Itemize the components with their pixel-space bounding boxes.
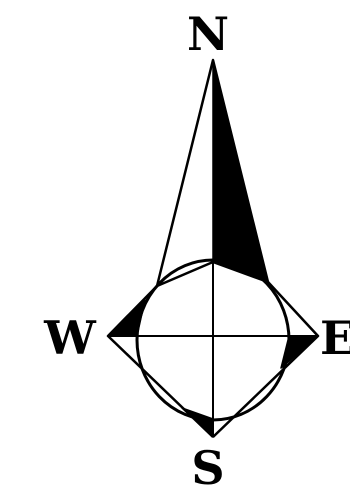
east-label: E — [320, 311, 350, 365]
north-needle-fill — [213, 60, 268, 282]
east-wedge-fill — [281, 336, 318, 368]
south-wedge-fill — [182, 408, 213, 437]
south-label: S — [191, 441, 224, 495]
west-wedge-fill — [108, 300, 145, 336]
west-label: W — [43, 311, 97, 365]
diamond-right-edges — [213, 282, 318, 437]
north-label: N — [187, 7, 229, 61]
